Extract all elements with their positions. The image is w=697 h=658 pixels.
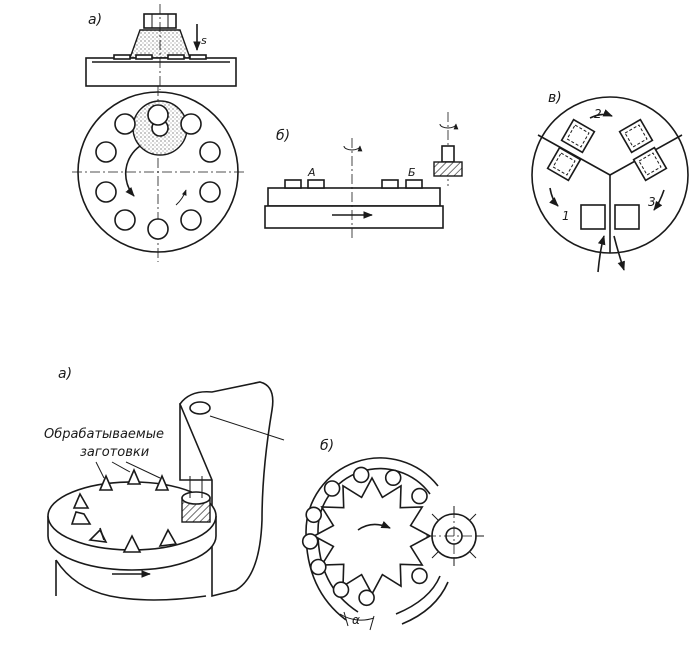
machine-frame <box>179 381 274 598</box>
feeder-ball <box>301 533 319 550</box>
gear-spokes <box>431 506 484 566</box>
workpiece <box>72 492 90 509</box>
feeder-balls <box>301 466 428 607</box>
column-bore <box>189 401 211 415</box>
workpiece <box>405 179 423 189</box>
base-outline <box>55 559 207 601</box>
table-top <box>267 187 441 207</box>
workpiece <box>381 179 399 189</box>
guide-outer <box>305 457 439 621</box>
fig-bottom-b: б) α <box>301 438 484 631</box>
workpiece <box>284 179 302 189</box>
angle-arc <box>339 613 375 621</box>
feeder-ball <box>323 480 341 497</box>
label-top-a: а) <box>88 12 102 28</box>
tool-rotation-arrow <box>439 123 459 130</box>
load-arrow <box>597 235 606 273</box>
workpiece <box>114 209 136 231</box>
guide-exit <box>395 575 441 615</box>
fixture <box>546 146 582 182</box>
label-top-v: в) <box>548 90 562 106</box>
workpiece <box>307 179 325 189</box>
feeder-ball <box>305 506 323 524</box>
workpiece <box>95 141 117 163</box>
fig-bottom-a: а) Обрабатываемые заготовки <box>44 366 285 601</box>
label-workpieces-line2: заготовки <box>80 445 149 460</box>
label-workpieces-line1: Обрабатываемые <box>44 427 164 442</box>
workpiece <box>122 534 142 553</box>
workpiece <box>158 528 178 547</box>
feeder-ball <box>384 469 402 487</box>
fixture <box>632 146 668 182</box>
label-bottom-b: б) <box>320 438 334 454</box>
workpiece <box>147 104 169 126</box>
workpiece <box>126 467 142 485</box>
workpiece <box>199 181 221 203</box>
label-feed-s: s <box>201 34 207 47</box>
fig-top-v: в) 2 1 3 <box>531 90 689 273</box>
feeder-ball <box>411 487 428 505</box>
workpiece <box>70 511 92 525</box>
fixture <box>560 118 596 154</box>
workpiece <box>180 113 202 135</box>
fixture <box>618 118 654 154</box>
rotation-arrow <box>124 145 141 197</box>
loading-position <box>580 204 606 230</box>
label-top-b: б) <box>276 128 290 144</box>
drum-rotation-arrow <box>357 520 391 531</box>
cutting-tool <box>433 161 463 177</box>
label-station-2: 2 <box>594 107 602 121</box>
feeder-ball <box>358 589 375 607</box>
table-base <box>264 205 444 229</box>
top-a-plan-view <box>72 86 244 262</box>
workpiece <box>95 181 117 203</box>
label-angle-alpha: α <box>352 613 360 627</box>
label-bottom-a: а) <box>58 366 72 382</box>
feeder-ball <box>352 466 370 484</box>
label-station-3: 3 <box>648 195 656 209</box>
label-station-1: 1 <box>562 209 570 223</box>
unload-arrow <box>613 235 625 271</box>
feeder-ball <box>332 581 350 599</box>
feeder-ball <box>309 558 327 576</box>
feeder-ball <box>411 567 428 585</box>
workpiece <box>154 473 170 491</box>
rotation-arrow-b <box>343 145 363 152</box>
workpiece <box>147 218 169 240</box>
workpiece <box>180 209 202 231</box>
top-a-side-view: s <box>85 4 237 90</box>
fig-top-a: а) s <box>72 4 244 262</box>
label-pos-A: А <box>307 166 316 179</box>
workpiece <box>114 113 136 135</box>
workpiece <box>199 141 221 163</box>
label-pos-B: Б <box>408 166 416 179</box>
fig-top-b: б) А Б <box>264 112 463 240</box>
workpiece <box>98 473 114 491</box>
loading-position <box>614 204 640 230</box>
tool-spindle <box>441 145 455 163</box>
